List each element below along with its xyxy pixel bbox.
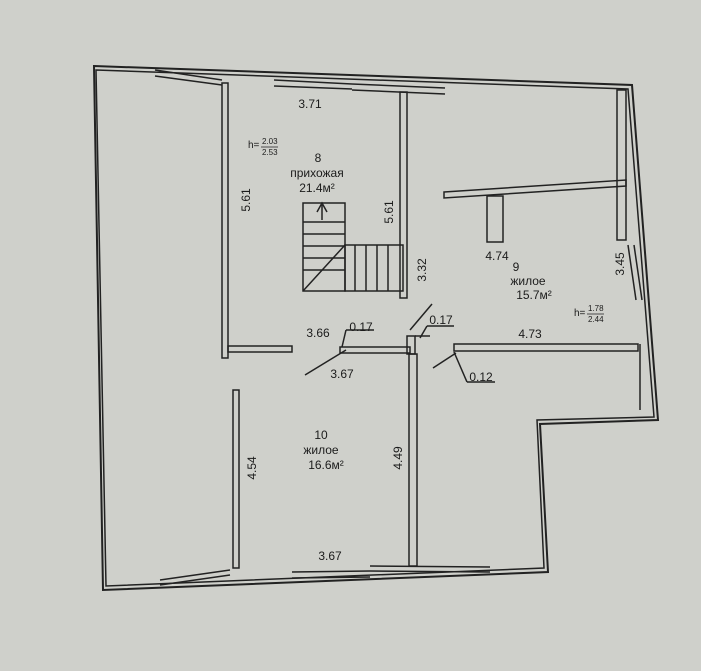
room-8-height-label: h=: [248, 140, 260, 151]
dim-room8-left-length: 5.61: [239, 188, 253, 212]
right-window: [627, 244, 643, 301]
dim-wall-thickness-b: 0.17: [429, 313, 453, 327]
outer-wall-inner: [95, 69, 655, 587]
stair-arrow-icon: [316, 201, 328, 213]
room-9-name: жилое: [510, 274, 546, 288]
room-10-area: 16.6м²: [308, 458, 344, 472]
dim-room8-top-width: 3.71: [298, 97, 322, 111]
room-8-area: 21.4м²: [299, 181, 335, 195]
room-9-height-bottom: 2.44: [588, 315, 604, 324]
dim-room8-bottom-width: 3.66: [306, 326, 330, 340]
room-9-number: 9: [513, 260, 520, 274]
central-walls: [339, 335, 430, 567]
room-9-height-top: 1.78: [588, 304, 604, 313]
outer-wall: [92, 64, 660, 592]
room-9-area: 15.7м²: [516, 288, 552, 302]
room-10-walls: [232, 389, 240, 569]
room-8-walls: [221, 82, 408, 359]
bottom-window-center: [291, 570, 371, 579]
dim-room10-right-length: 4.49: [391, 446, 405, 470]
top-window-right: [351, 83, 446, 95]
room-9-height-label: h=: [574, 308, 586, 319]
dim-room9-width-bottom: 4.73: [518, 327, 542, 341]
dim-room8-right-length: 5.61: [382, 200, 396, 224]
dim-wall-thickness-a: 0.17: [349, 320, 373, 334]
dim-room10-top-width: 3.67: [330, 367, 354, 381]
dim-room10-bottom-width: 3.67: [318, 549, 342, 563]
dim-stair-wall-length: 3.32: [415, 258, 429, 282]
room-8-height-top: 2.03: [262, 137, 278, 146]
room-10-name: жилое: [303, 443, 339, 457]
top-window-left: [154, 69, 223, 86]
staircase: [302, 201, 404, 292]
room-9-walls: [443, 89, 641, 410]
door-swings: [304, 303, 495, 383]
bottom-window-right: [369, 565, 491, 573]
room-8-number: 8: [315, 151, 322, 165]
dim-room9-right-length: 3.45: [613, 252, 627, 276]
dim-wall-thickness-c: 0.12: [469, 370, 493, 384]
top-window-center: [273, 79, 353, 90]
room-8-name: прихожая: [290, 166, 343, 180]
dim-room10-left-length: 4.54: [245, 456, 259, 480]
bottom-window-left: [159, 569, 231, 586]
room-10-number: 10: [314, 428, 328, 442]
dim-room9-width-top: 4.74: [485, 249, 509, 263]
room-8-height-bottom: 2.53: [262, 148, 278, 157]
